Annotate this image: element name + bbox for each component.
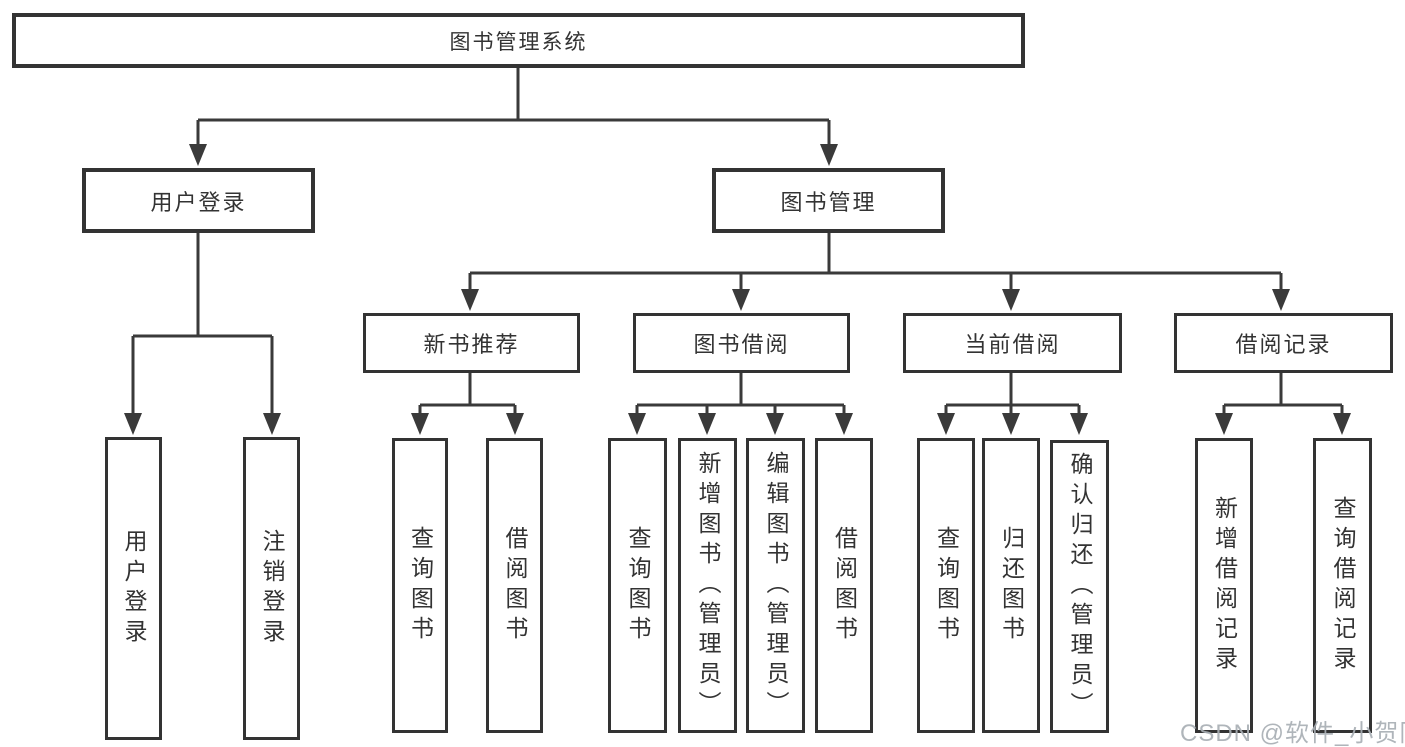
arrowheads (124, 144, 1351, 435)
node-current-borrow: 当前借阅 (903, 313, 1122, 373)
leaf-borrow-add-admin: 新增图书（管理员） (678, 438, 737, 733)
leaf-borrow-edit-admin-label: 编辑图书（管理员） (763, 450, 789, 721)
node-book-borrow-label: 图书借阅 (693, 332, 790, 357)
node-borrow-records: 借阅记录 (1174, 313, 1393, 373)
leaf-logout-label: 注销登录 (259, 528, 285, 649)
leaf-borrow-lend: 借阅图书 (815, 438, 873, 733)
leaf-current-return: 归还图书 (982, 438, 1040, 733)
leaf-borrow-edit-admin: 编辑图书（管理员） (746, 438, 805, 733)
node-user-login: 用户登录 (82, 168, 315, 233)
leaf-record-add: 新增借阅记录 (1195, 438, 1253, 733)
leaf-record-query-label: 查询借阅记录 (1330, 495, 1356, 676)
node-root-label: 图书管理系统 (449, 30, 588, 54)
node-user-login-label: 用户登录 (150, 189, 247, 215)
leaf-record-query: 查询借阅记录 (1313, 438, 1372, 733)
node-book-management-label: 图书管理 (780, 189, 877, 215)
node-book-management: 图书管理 (712, 168, 945, 233)
node-root: 图书管理系统 (12, 13, 1025, 68)
leaf-borrow-query-label: 查询图书 (625, 525, 651, 646)
leaf-current-return-label: 归还图书 (998, 525, 1025, 646)
leaf-newbook-query-label: 查询图书 (407, 525, 434, 646)
leaf-newbook-query: 查询图书 (392, 438, 448, 733)
node-current-borrow-label: 当前借阅 (964, 332, 1061, 357)
leaf-user-login: 用户登录 (105, 437, 162, 740)
leaf-newbook-borrow: 借阅图书 (486, 438, 543, 733)
leaf-borrow-query: 查询图书 (608, 438, 667, 733)
node-book-borrow: 图书借阅 (633, 313, 850, 373)
node-borrow-records-label: 借阅记录 (1235, 332, 1332, 357)
leaf-logout: 注销登录 (243, 437, 300, 740)
leaf-borrow-add-admin-label: 新增图书（管理员） (695, 450, 721, 721)
leaf-current-query: 查询图书 (917, 438, 975, 733)
leaf-current-query-label: 查询图书 (933, 525, 960, 646)
leaf-current-confirm-admin-label: 确认归还（管理员） (1067, 451, 1093, 722)
leaf-borrow-lend-label: 借阅图书 (831, 525, 858, 646)
leaf-record-add-label: 新增借阅记录 (1211, 495, 1238, 676)
leaf-current-confirm-admin: 确认归还（管理员） (1050, 440, 1109, 733)
node-new-book-recommend: 新书推荐 (363, 313, 580, 373)
csdn-watermark: CSDN @软件_小贺同学 (1180, 720, 1405, 747)
leaf-newbook-borrow-label: 借阅图书 (502, 525, 528, 646)
leaf-user-login-label: 用户登录 (121, 528, 147, 649)
node-new-book-recommend-label: 新书推荐 (423, 332, 520, 357)
